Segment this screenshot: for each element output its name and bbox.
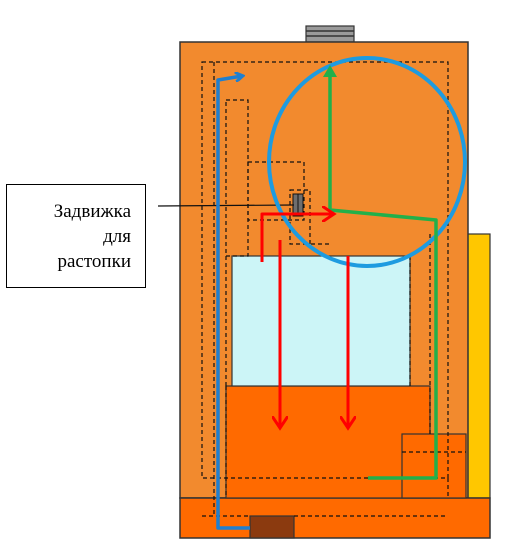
callout-line-2: для (103, 226, 131, 247)
callout-line-3: растопки (57, 251, 132, 272)
flow-red (260, 214, 348, 426)
stove-base (179, 497, 491, 539)
callout-leader (157, 204, 295, 207)
firebox (225, 385, 431, 499)
chimney-cap (305, 25, 355, 43)
flow-green (323, 65, 438, 480)
side-panel (465, 233, 491, 499)
callout-line-1: Задвижка (53, 201, 131, 222)
damper-callout: Задвижка для растопки (6, 184, 146, 288)
flue-ring (267, 56, 467, 268)
internal-channels (201, 61, 466, 517)
firebox-door (249, 515, 295, 539)
heat-chamber (231, 255, 411, 387)
flow-blue (216, 76, 250, 530)
ash-compartment (401, 433, 467, 499)
